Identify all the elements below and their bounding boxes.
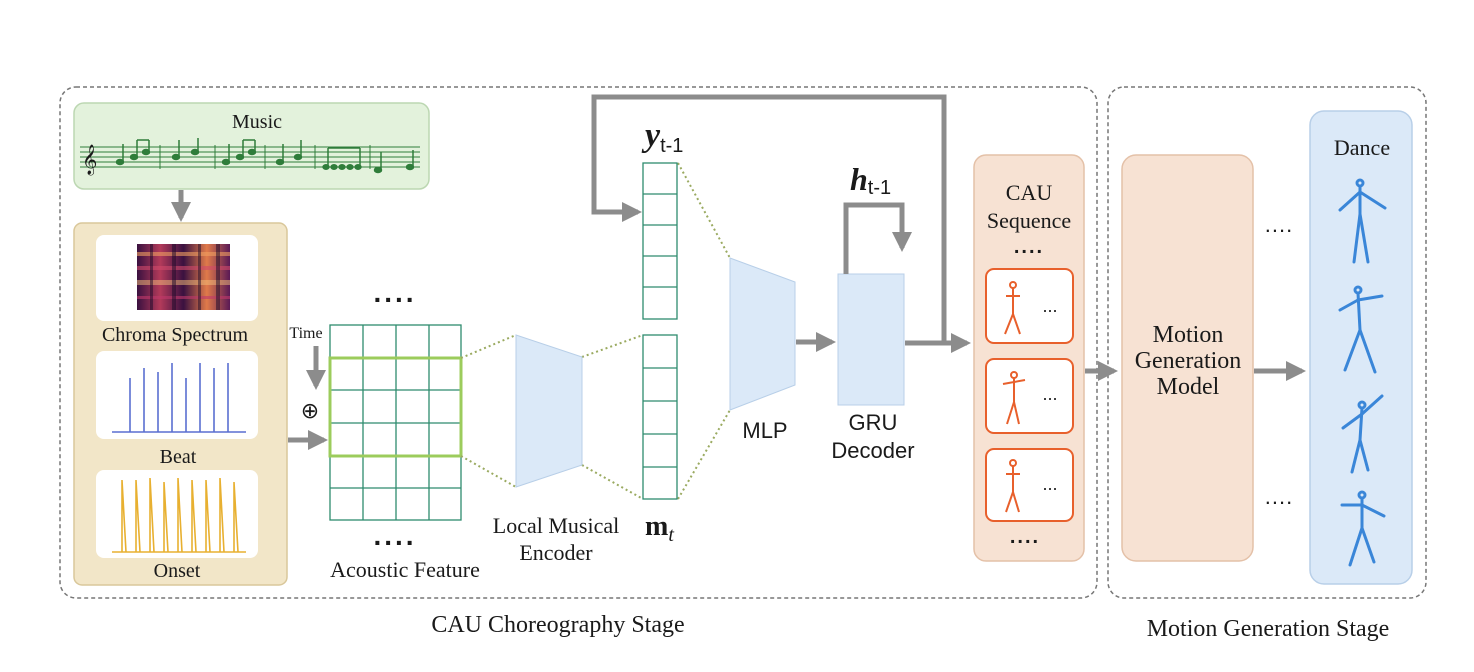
dance-dots-top: .... — [1265, 212, 1293, 237]
time-label: Time — [289, 325, 322, 342]
feedback-loop-arrow — [591, 94, 947, 343]
cau-choreography-stage-box — [59, 86, 1098, 599]
cau-label-line2: Sequence — [987, 208, 1071, 233]
cau-stage-label: CAU Choreography Stage — [431, 612, 684, 638]
music-notes: 𝄞 — [82, 138, 415, 176]
chroma-label: Chroma Spectrum — [102, 324, 249, 346]
h-prev-base: h — [850, 161, 868, 197]
gru-label-line1: GRU — [849, 410, 898, 435]
cau-item-1: ... — [985, 268, 1074, 344]
motion-stage-label: Motion Generation Stage — [1147, 616, 1390, 642]
gru-label-line2: Decoder — [831, 438, 914, 463]
music-label: Music — [232, 111, 282, 133]
beat-waveform — [112, 363, 246, 433]
mt-sub: t — [668, 524, 674, 546]
dance-label: Dance — [1334, 135, 1390, 160]
dance-figure-4 — [1340, 490, 1386, 567]
mt-base: m — [645, 511, 668, 542]
encoder-input-connectors — [460, 162, 731, 500]
cau-item-1-dots: ... — [1042, 296, 1057, 316]
dance-figure-3 — [1341, 394, 1384, 474]
mlp-label: MLP — [742, 418, 787, 443]
svg-text:𝄞: 𝄞 — [82, 144, 97, 176]
motion-label-line3: Model — [1157, 374, 1220, 400]
chroma-spectrogram — [137, 244, 230, 310]
mt-vector — [642, 334, 678, 500]
motion-label-line2: Generation — [1135, 348, 1242, 374]
beat-card — [96, 351, 258, 439]
motion-label-line1: Motion — [1153, 322, 1224, 348]
beat-label: Beat — [160, 446, 197, 468]
cau-item-3: ... — [985, 448, 1074, 522]
hidden-state-loop-arrow — [843, 202, 912, 274]
dance-dots-bottom: .... — [1265, 484, 1293, 509]
local-musical-encoder — [515, 334, 583, 488]
y-prev-label: yt-1 — [641, 117, 683, 157]
dance-panel — [1309, 110, 1413, 585]
acoustic-dots-bottom: .... — [373, 520, 416, 551]
y-prev-sub: t-1 — [660, 135, 683, 157]
h-prev-label: ht-1 — [850, 161, 891, 199]
dance-figure-1 — [1338, 178, 1387, 264]
cau-item-2: ... — [985, 358, 1074, 434]
acoustic-feature-grid — [329, 324, 462, 521]
acoustic-dots-top: .... — [373, 277, 416, 308]
onset-label: Onset — [154, 560, 201, 582]
dance-figure-2 — [1338, 285, 1384, 374]
gru-decoder-block — [837, 273, 905, 406]
onset-waveform — [112, 477, 246, 553]
y-prev-base: y — [641, 117, 661, 154]
motion-generation-stage-box — [1107, 86, 1427, 599]
acoustic-window-highlight — [328, 356, 463, 458]
combine-symbol: ⊕ — [301, 398, 319, 423]
cau-item-3-dots: ... — [1042, 474, 1057, 494]
cau-dots-bottom: .... — [1010, 526, 1040, 548]
mlp-block — [729, 257, 796, 411]
cau-label-line1: CAU — [1006, 180, 1053, 205]
encoder-label-line2: Encoder — [519, 540, 593, 565]
y-prev-vector — [642, 162, 678, 320]
cau-dots-top: .... — [1014, 236, 1044, 258]
h-prev-sub: t-1 — [868, 177, 891, 199]
acoustic-feature-label: Acoustic Feature — [330, 557, 480, 582]
motion-generation-model — [1121, 154, 1254, 562]
cau-item-2-dots: ... — [1042, 384, 1057, 404]
encoder-label-line1: Local Musical — [493, 513, 619, 538]
mt-label: mt — [645, 511, 674, 546]
